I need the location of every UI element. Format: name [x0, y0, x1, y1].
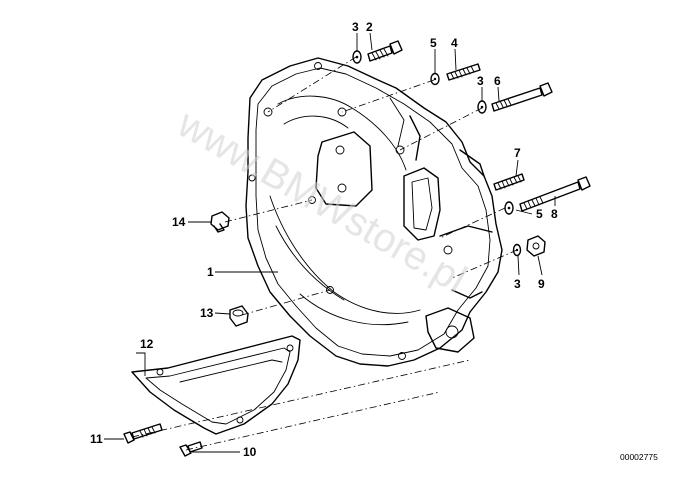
- callout-3-lower: 3: [514, 277, 521, 291]
- callout-14: 14: [172, 215, 186, 229]
- callout-7: 7: [514, 146, 521, 160]
- washer-top: [352, 50, 362, 64]
- callout-6: 6: [494, 74, 501, 88]
- washer-right-upper: [477, 100, 487, 114]
- alignment-lines: [131, 56, 518, 451]
- callout-3-top: 3: [352, 20, 359, 34]
- callout-4: 4: [451, 36, 458, 50]
- stud-short: [446, 63, 481, 81]
- callouts: 1 2 3 4 5 3 6 7 5 8 3 9 14 13 12 11 10: [90, 20, 558, 459]
- callout-10: 10: [243, 445, 257, 459]
- bolt-cover-long: [123, 423, 163, 444]
- callout-12: 12: [140, 337, 154, 351]
- washer-right-mid: [504, 201, 514, 215]
- stud-middle: [493, 173, 525, 191]
- clutch-housing: [245, 57, 503, 367]
- callout-5-top: 5: [430, 36, 437, 50]
- callout-8: 8: [551, 207, 558, 221]
- bolt-short: [367, 40, 403, 62]
- diagram-reference-number: 00002775: [620, 452, 658, 462]
- callout-3-right: 3: [477, 74, 484, 88]
- callout-11: 11: [90, 432, 103, 446]
- screw-plug: [210, 211, 230, 233]
- callout-1: 1: [207, 265, 214, 279]
- washer-mid: [430, 72, 440, 86]
- bolt-long: [491, 82, 553, 112]
- nut: [526, 235, 546, 257]
- bolt-cover-short: [179, 441, 203, 457]
- callout-5-right: 5: [536, 207, 543, 221]
- cover-plate: [131, 335, 301, 435]
- dowel-sleeve: [229, 305, 249, 327]
- washer-lower: [512, 243, 522, 257]
- bolt-side: [519, 176, 591, 212]
- leader-lines: [104, 32, 556, 453]
- callout-2: 2: [366, 20, 373, 34]
- callout-13: 13: [200, 306, 214, 320]
- callout-9: 9: [538, 277, 545, 291]
